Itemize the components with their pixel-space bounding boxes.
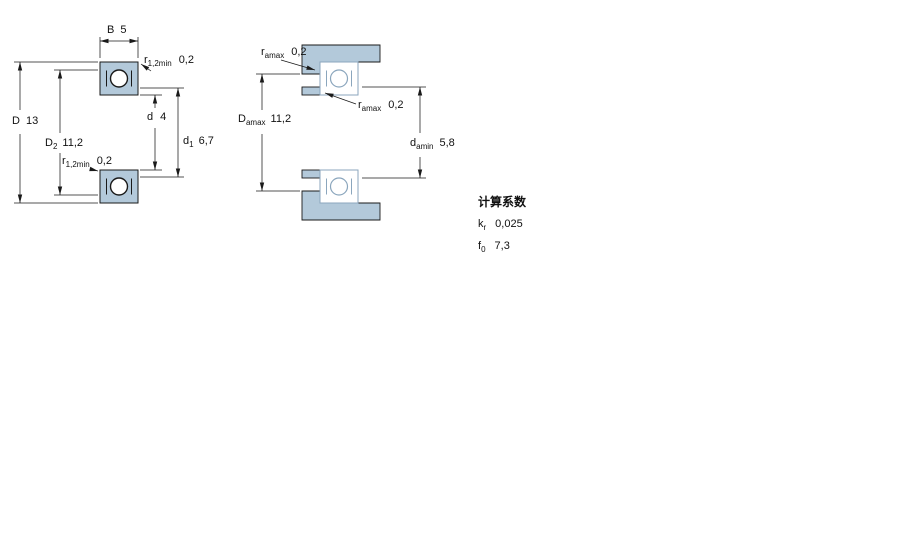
factor-value: 7,3 [494, 240, 510, 253]
dim-value: 0,2 [291, 46, 306, 58]
dim-subscript: 2 [53, 142, 58, 151]
factor-value: 0,025 [495, 218, 523, 230]
ghost-ball-bottom [329, 177, 349, 196]
dim-label-ra-mid: ramax 0,2 [358, 99, 404, 113]
dim-value: 0,2 [97, 155, 112, 167]
dim-symbol: d [147, 111, 153, 123]
dim-label-Da: Damax 11,2 [238, 113, 291, 127]
dim-label-D2: D2 11,2 [45, 137, 83, 151]
dim-label-r12-bottom: r1,2min 0,2 [62, 155, 112, 169]
factor-symbol: k [478, 218, 484, 230]
calculation-factors-title: 计算系数 [478, 195, 527, 209]
dim-value: 0,2 [179, 54, 194, 66]
ball-bottom [109, 177, 129, 196]
dim-symbol: D [45, 137, 53, 149]
dim-subscript: amax [246, 118, 266, 127]
dim-value: 11,2 [62, 137, 83, 149]
dim-label-r12-top: r1,2min 0,2 [144, 54, 194, 68]
dim-symbol: D [12, 115, 20, 127]
factor-subscript: r [483, 223, 487, 233]
dim-D2: D2 11,2 [45, 69, 98, 196]
factor-subscript: 0 [481, 245, 486, 255]
factor-row-f0: f0 7,3 [478, 240, 526, 254]
dim-value: 5,8 [439, 137, 454, 149]
dim-Da: Damax 11,2 [238, 73, 300, 192]
calculation-factors: 计算系数 kr 0,025 f0 7,3 [478, 193, 526, 254]
dim-symbol: r [144, 54, 148, 66]
shaft-shoulder-top [301, 86, 321, 96]
dim-subscript: 1,2min [66, 160, 90, 169]
dim-value: 5 [120, 24, 126, 36]
dim-symbol: r [358, 99, 362, 111]
dim-subscript: amax [362, 104, 382, 113]
bearing-outline [319, 61, 359, 204]
dim-D: D 13 [12, 61, 98, 204]
dim-subscript: amax [265, 51, 285, 60]
dim-ra-mid: ramax 0,2 [324, 92, 404, 113]
dim-value: 6,7 [199, 135, 214, 147]
factor-row-kr: kr 0,025 [478, 218, 526, 232]
dim-ra-top: ramax 0,2 [261, 46, 316, 71]
ghost-ball-top [329, 69, 349, 88]
bearing-cross-section [99, 61, 139, 204]
dim-symbol: B [107, 24, 114, 36]
dim-r12-top: r1,2min 0,2 [140, 54, 194, 72]
dim-da: damin 5,8 [362, 86, 455, 179]
ball-top [109, 69, 129, 88]
dim-subscript: 1 [189, 140, 194, 149]
dim-symbol: D [238, 113, 246, 125]
shaft-shoulder-bottom [301, 169, 321, 179]
dim-value: 13 [26, 115, 38, 127]
dim-value: 0,2 [388, 99, 403, 111]
dim-subscript: amin [416, 142, 433, 151]
factor-symbol: f [478, 240, 482, 253]
dim-symbol: r [62, 155, 66, 167]
dim-r12-bottom: r1,2min 0,2 [62, 155, 112, 172]
dim-symbol: d [183, 135, 189, 147]
dim-value: 4 [160, 111, 166, 123]
dim-label-D: D 13 [12, 115, 38, 127]
dim-symbol: r [261, 46, 265, 58]
dim-label-da: damin 5,8 [410, 137, 455, 151]
dim-subscript: 1,2min [148, 59, 172, 68]
dim-value: 11,2 [271, 113, 292, 125]
dim-label-d1: d1 6,7 [183, 135, 214, 149]
dim-label-ra-top: ramax 0,2 [261, 46, 307, 60]
dim-symbol: d [410, 137, 416, 149]
